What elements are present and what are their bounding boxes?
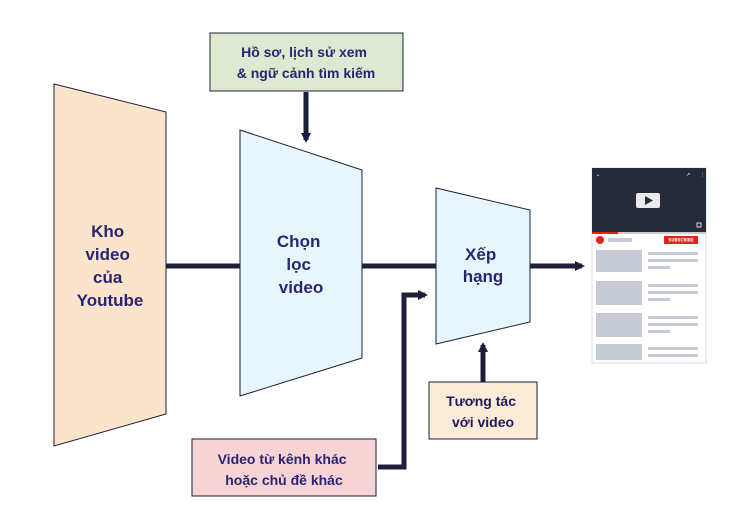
profile-label-line-1: Hồ sơ, lịch sử xem [241, 44, 367, 60]
related-video-row [596, 250, 698, 272]
channel-avatar [596, 236, 604, 244]
share-icon: ↗ [686, 172, 690, 178]
ranking-label-line-1: Xếp [465, 245, 496, 264]
repository-label-line-1: Kho [91, 222, 124, 241]
progress-played [592, 232, 618, 234]
repository-label-line-3: của [93, 268, 123, 287]
svg-text:Xếp hạng: Xếp hạng [463, 245, 504, 286]
ranking-label-line-2: hạng [463, 267, 504, 286]
youtube-page-mockup-icon: ⌄ ↗ ⋮ SUBSCRIBE [591, 167, 707, 364]
svg-text:Chọn lọc video: Chọn lọc video [277, 232, 325, 297]
stage-repository: Kho video của Youtube [53, 83, 167, 447]
related-video-row [596, 313, 698, 337]
candidate-label-line-3: video [279, 278, 323, 297]
more-icon: ⋮ [700, 172, 705, 178]
profile-label-line-2: & ngữ cảnh tìm kiếm [237, 65, 376, 81]
svg-text:Tương tác với video: Tương tác với video [446, 393, 520, 430]
candidate-label-line-1: Chọn [277, 232, 320, 251]
collapse-icon: ⌄ [596, 172, 600, 178]
progress-track [592, 232, 706, 234]
interaction-label-line-2: với video [452, 414, 514, 430]
related-video-row [596, 344, 698, 360]
other-videos-label-line-2: hoặc chủ đề khác [225, 472, 343, 488]
channel-name-placeholder [608, 238, 632, 242]
fullscreen-icon [696, 222, 702, 228]
input-video-interaction: Tương tác với video [428, 381, 538, 440]
candidate-label-line-2: lọc [286, 255, 311, 274]
other-videos-label-line-1: Video từ kênh khác [218, 451, 347, 467]
svg-text:Video từ kênh khác hoặc: Video từ kênh khác hoặc chủ đề khác [218, 451, 351, 488]
related-video-row [596, 281, 698, 305]
stage-ranking: Xếp hạng [435, 187, 531, 345]
repository-label-line-2: video [85, 245, 129, 264]
svg-text:Hồ sơ, lịch sử xem & ngữ: Hồ sơ, lịch sử xem & ngữ cảnh tìm kiếm [237, 44, 376, 81]
input-other-videos: Video từ kênh khác hoặc chủ đề khác [191, 438, 377, 497]
input-profile-history-context: Hồ sơ, lịch sử xem & ngữ cảnh tìm kiếm [209, 32, 404, 92]
interaction-label-line-1: Tương tác [446, 393, 516, 409]
subscribe-label: SUBSCRIBE [668, 238, 694, 243]
play-triangle-icon [645, 196, 653, 205]
subscribe-button [664, 236, 698, 244]
stage-candidate-selection: Chọn lọc video [239, 129, 363, 397]
flow-arrow-other-videos-to-ranking [378, 290, 428, 470]
svg-text:Kho video của: Kho video của Youtube [77, 222, 144, 310]
repository-label-line-4: Youtube [77, 291, 144, 310]
